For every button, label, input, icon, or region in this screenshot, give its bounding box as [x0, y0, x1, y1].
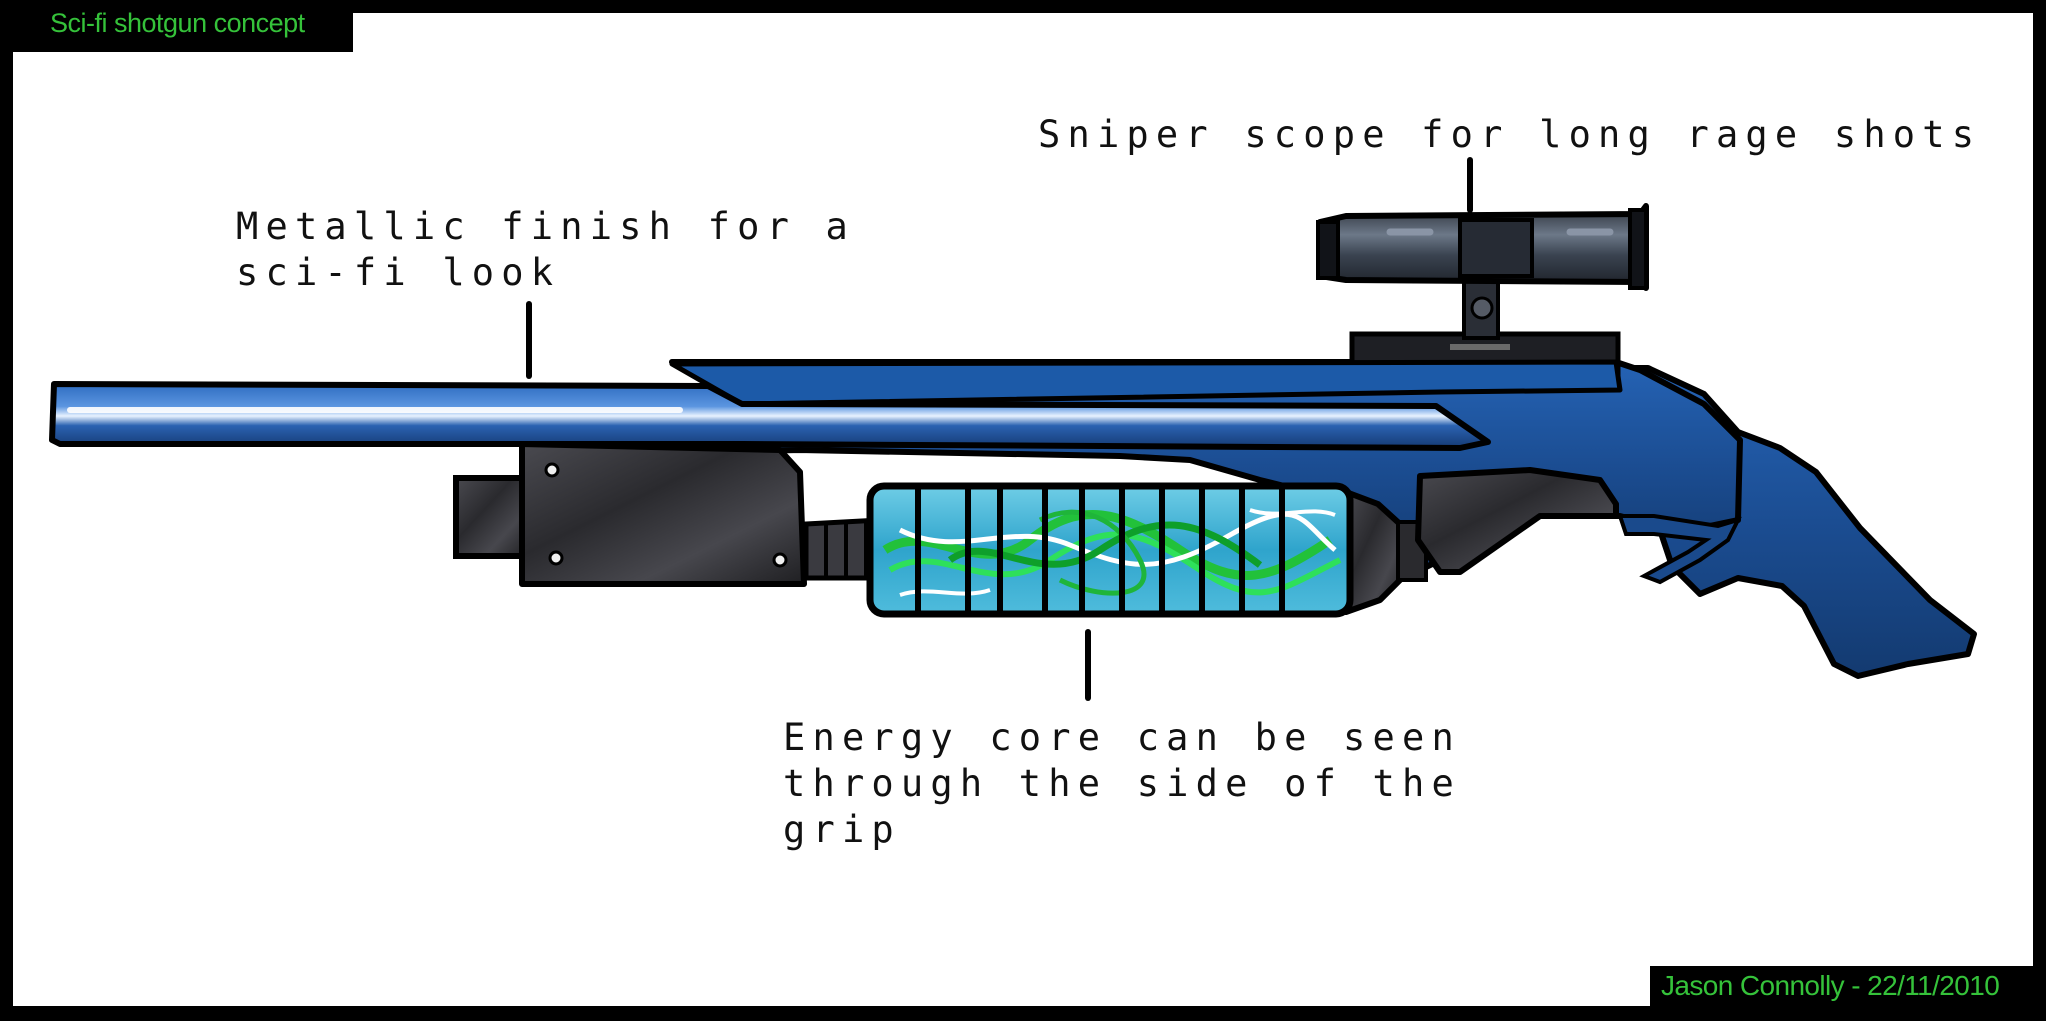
barrel: [49, 381, 1491, 451]
energy-swirl: [882, 508, 1342, 597]
credit-tab: [1650, 966, 2046, 1021]
annotation-sniper-scope: Sniper scope for long rage shots: [1038, 112, 1981, 158]
scope-knob: [1470, 296, 1494, 320]
core-coil-rings: [824, 520, 868, 578]
scope-turret: [1458, 218, 1534, 278]
annotation-line: Energy core can be seen: [783, 716, 1461, 759]
author-credit: Jason Connolly - 22/11/2010: [1661, 970, 2000, 1001]
scope-rail-label: [1450, 344, 1510, 350]
annotation-line: Sniper scope for long rage shots: [1038, 113, 1982, 156]
scope-objective: [1628, 208, 1648, 290]
annotation-energy-core: Energy core can be seen through the side…: [783, 715, 1461, 853]
annotation-line: Metallic finish for a: [236, 205, 855, 248]
title-tab: [0, 0, 353, 52]
pump-screw: [548, 550, 564, 566]
pump-screw: [772, 552, 788, 568]
annotation-line: through the side of the: [783, 762, 1461, 805]
annotation-line: sci-fi look: [236, 251, 561, 294]
page-title: Sci-fi shotgun concept: [50, 8, 305, 38]
annotation-metallic-finish: Metallic finish for a sci-fi look: [236, 204, 855, 296]
trigger-guard: [1617, 514, 1742, 585]
pump-screw: [544, 462, 560, 478]
pump-block: [519, 441, 807, 587]
energy-core: [866, 482, 1354, 618]
scope-eyepiece: [1316, 220, 1340, 280]
pump-nose: [453, 475, 531, 559]
energy-core-bars: [915, 488, 1285, 612]
annotation-line: grip: [783, 808, 901, 851]
rear-handguard: [1415, 467, 1619, 575]
